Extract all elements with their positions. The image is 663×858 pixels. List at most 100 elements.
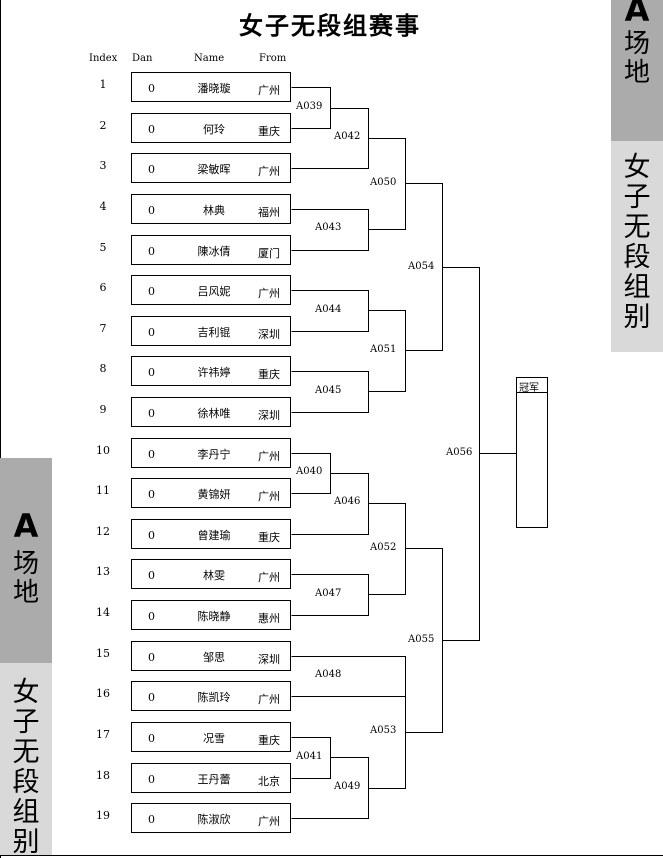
player-box: 0 陈凯玲 广州 <box>131 681 291 711</box>
player-index: 1 <box>99 78 107 91</box>
player-box: 0 潘晓璇 广州 <box>131 72 291 102</box>
player-name: 陈晓静 <box>197 610 231 623</box>
player-box: 0 王丹蕾 北京 <box>131 763 291 793</box>
player-dan: 0 <box>148 82 155 95</box>
player-dan: 0 <box>148 488 155 501</box>
match-label: A050 <box>370 177 397 188</box>
player-from: 广州 <box>258 165 280 178</box>
champion-divider <box>517 392 547 393</box>
player-index: 14 <box>96 606 110 619</box>
player-from: 北京 <box>258 775 280 788</box>
header-name: Name <box>194 53 225 64</box>
player-from: 广州 <box>258 815 280 828</box>
player-dan: 0 <box>148 366 155 379</box>
player-name: 林典 <box>203 204 225 217</box>
player-index: 12 <box>96 525 110 538</box>
match-label: A054 <box>408 261 435 272</box>
player-dan: 0 <box>148 691 155 704</box>
player-box: 0 况雪 重庆 <box>131 722 291 752</box>
player-dan: 0 <box>148 651 155 664</box>
venue-letter: A <box>13 507 39 545</box>
player-name: 陳冰倩 <box>197 245 231 258</box>
player-index: 17 <box>96 728 110 741</box>
player-dan: 0 <box>148 326 155 339</box>
player-dan: 0 <box>148 773 155 786</box>
player-dan: 0 <box>148 285 155 298</box>
player-from: 广州 <box>258 693 280 706</box>
match-label: A041 <box>296 751 323 762</box>
venue-text: 场地 <box>623 29 650 88</box>
player-from: 深圳 <box>258 653 280 666</box>
player-name: 何玲 <box>203 123 225 136</box>
player-name: 陈淑欣 <box>197 813 231 826</box>
sidebar-left: A 场地 女子无段组别 <box>0 458 52 858</box>
player-from: 重庆 <box>258 734 280 747</box>
page-border-left <box>0 0 1 858</box>
category-text: 女子无段组别 <box>12 677 40 858</box>
player-dan: 0 <box>148 813 155 826</box>
player-index: 9 <box>99 403 107 416</box>
player-name: 李丹宁 <box>197 448 231 461</box>
player-index: 13 <box>96 565 110 578</box>
venue-panel: A 场地 <box>0 458 52 663</box>
player-name: 许祎婷 <box>197 366 231 379</box>
player-dan: 0 <box>148 732 155 745</box>
player-index: 5 <box>99 241 107 254</box>
player-dan: 0 <box>148 163 155 176</box>
player-dan: 0 <box>148 448 155 461</box>
match-label: A046 <box>334 496 361 507</box>
player-name: 王丹蕾 <box>197 773 231 786</box>
player-from: 深圳 <box>258 409 280 422</box>
player-index: 16 <box>96 687 110 700</box>
match-label: A049 <box>334 781 361 792</box>
player-name: 吉利锟 <box>197 326 231 339</box>
match-label: A040 <box>296 466 323 477</box>
match-label: A052 <box>370 542 397 553</box>
player-from: 广州 <box>258 84 280 97</box>
player-from: 惠州 <box>258 612 280 625</box>
player-index: 3 <box>99 159 107 172</box>
bracket-line <box>291 656 406 697</box>
match-label: A044 <box>315 304 342 315</box>
match-label: A039 <box>296 101 323 112</box>
venue-letter: A <box>624 0 650 29</box>
player-dan: 0 <box>148 529 155 542</box>
category-text: 女子无段组别 <box>623 152 651 333</box>
player-index: 18 <box>96 769 110 782</box>
champion-box: 冠军 <box>516 377 548 528</box>
champion-label: 冠军 <box>519 383 539 394</box>
header-index: Index <box>89 53 118 64</box>
player-name: 况雪 <box>203 732 225 745</box>
player-name: 陈凯玲 <box>197 691 231 704</box>
venue-panel: A 场地 <box>611 0 663 141</box>
player-name: 徐林唯 <box>197 407 231 420</box>
player-index: 15 <box>96 647 110 660</box>
player-name: 潘晓璇 <box>197 82 231 95</box>
player-box: 0 陈晓静 惠州 <box>131 600 291 630</box>
match-label: A042 <box>334 131 361 142</box>
player-box: 0 许祎婷 重庆 <box>131 356 291 386</box>
header-dan: Dan <box>132 53 153 64</box>
player-from: 广州 <box>258 571 280 584</box>
player-from: 重庆 <box>258 368 280 381</box>
player-from: 广州 <box>258 287 280 300</box>
player-dan: 0 <box>148 610 155 623</box>
match-label: A055 <box>408 634 435 645</box>
match-label: A048 <box>315 669 342 680</box>
match-label: A043 <box>315 222 342 233</box>
header-from: From <box>259 53 287 64</box>
player-from: 广州 <box>258 490 280 503</box>
match-label: A051 <box>370 344 397 355</box>
player-from: 福州 <box>258 206 280 219</box>
